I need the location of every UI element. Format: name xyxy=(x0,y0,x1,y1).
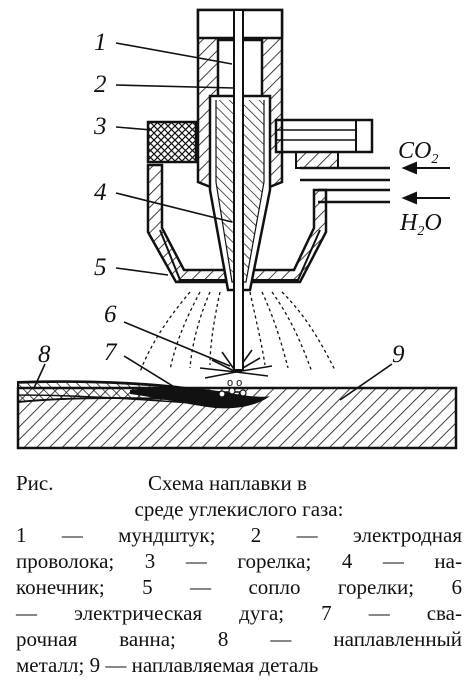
burner-body xyxy=(146,118,374,169)
welding-torch-diagram: o o xyxy=(16,8,458,450)
figure-caption: Рис. Схема наплавки в среде углекислого … xyxy=(16,470,462,678)
label-4: 4 xyxy=(94,179,107,206)
co2-label: CO2 xyxy=(398,138,438,167)
weld-pool xyxy=(130,387,270,409)
label-6: 6 xyxy=(104,301,117,328)
caption-prefix: Рис. xyxy=(16,471,54,495)
label-2: 2 xyxy=(94,71,107,98)
caption-title-line2: среде углекислого газа: xyxy=(134,497,344,521)
caption-heading: Рис. Схема наплавки в xyxy=(16,470,462,496)
label-1: 1 xyxy=(94,29,107,56)
label-9: 9 xyxy=(392,341,405,368)
caption-line-6: — электрическая дуга; 7 — сва- xyxy=(16,601,462,625)
caption-line-3: 1 — мундштук; 2 — электродная xyxy=(16,523,462,547)
label-5: 5 xyxy=(94,254,107,281)
svg-text:o o: o o xyxy=(227,377,242,389)
leader-lines xyxy=(33,42,393,401)
caption-line-4: проволока; 3 — горелка; 4 — на- xyxy=(16,549,462,573)
h2o-label: H2O xyxy=(399,210,442,239)
label-3: 3 xyxy=(93,113,107,140)
electrode-wire xyxy=(233,9,244,371)
caption-line-8: металл; 9 — наплавляемая деталь xyxy=(16,653,319,677)
gas-inlet-pipes xyxy=(300,166,390,204)
label-8: 8 xyxy=(38,341,51,368)
gas-flow-lines xyxy=(139,291,336,373)
gas-arrows xyxy=(401,161,450,205)
caption-title-line1: Схема наплавки в xyxy=(148,471,307,495)
caption-line-5: конечник; 5 — сопло горелки; 6 xyxy=(16,575,462,599)
caption-line-7: рочная ванна; 8 — наплавленный xyxy=(16,627,462,651)
label-7: 7 xyxy=(104,339,118,366)
